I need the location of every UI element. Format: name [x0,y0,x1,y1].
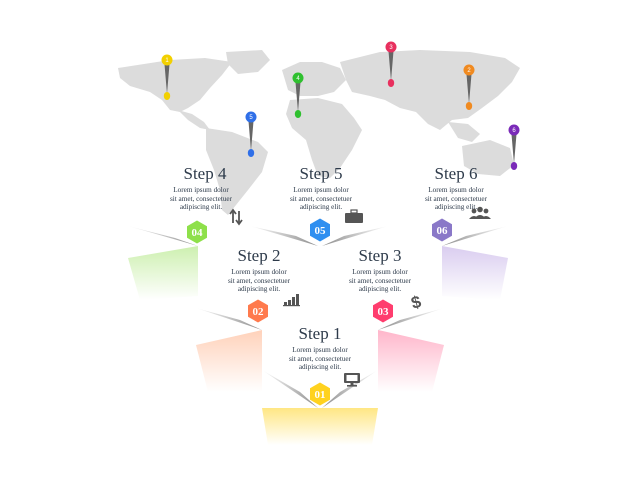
step-title: Step 4 [183,164,227,183]
hexagon-shape [310,218,330,242]
map-pin-4: 4 [292,72,304,118]
map-pins: 1 2 3 4 5 6 [161,41,520,170]
description-line: sit amet, consectetuer [289,194,353,203]
pin-label: 6 [512,128,516,134]
description-line: sit amet, consectetuer [424,194,488,203]
step-number: 02 [253,306,265,318]
fan-step1 [262,408,378,445]
dollar-icon: $ [409,292,424,313]
folded-wings [128,226,508,408]
pin-label: 1 [165,58,169,64]
wing-step6-right [442,226,508,246]
hexagon-shape [310,382,330,406]
bar-chart-icon [283,294,300,307]
description-line: Lorem ipsum dolor [292,346,348,354]
briefcase-icon [345,209,363,223]
hexagon-shape [187,220,207,244]
map-north-america [118,58,232,112]
step-description: Lorem ipsum dolor sit amet, consectetuer… [131,186,271,212]
step-number: 04 [192,227,204,239]
pin-label: 5 [249,115,253,121]
description-line: Lorem ipsum dolor [428,186,484,194]
map-greenland [226,50,270,74]
description-line: Lorem ipsum dolor [352,268,408,276]
step-number: 01 [315,389,326,401]
map-southeast-asia [448,122,480,142]
svg-text:$: $ [409,292,424,313]
description-line: adipiscing elit. [299,203,343,212]
map-pin-6: 6 [508,124,520,170]
description-line: Lorem ipsum dolor [231,268,287,276]
description-line: sit amet, consectetuer [227,276,291,285]
step-number: 06 [437,225,449,237]
step-description: Lorem ipsum dolor sit amet, consectetuer… [251,186,391,212]
map-pin-2: 2 [463,64,475,110]
wing-step5-left [250,226,318,246]
hexagon-shape [432,218,452,242]
monitor-icon [344,373,360,387]
step-6-number-badge: 06 [432,218,452,242]
wing-step2-left [196,308,262,330]
pin-label: 2 [467,68,471,74]
map-australia [462,140,514,176]
step-title: Step 6 [434,164,478,183]
people-icon [469,206,491,219]
step-description: Lorem ipsum dolor sit amet, consectetuer… [189,268,329,294]
description-line: sit amet, consectetuer [288,354,352,363]
step-title: Step 5 [299,164,343,183]
pin-label: 3 [389,45,393,51]
step-5-number-badge: 05 [310,218,330,242]
step-description: Lorem ipsum dolor sit amet, consectetuer… [386,186,526,212]
fan-step3 [378,330,444,392]
description-line: Lorem ipsum dolor [293,186,349,194]
up-down-arrows-icon [229,208,243,226]
map-pin-1: 1 [161,54,173,100]
description-line: adipiscing elit. [434,203,478,212]
fan-step2 [196,330,262,392]
step-title: Step 3 [358,246,402,265]
description-line: adipiscing elit. [237,285,281,294]
step-title: Step 2 [237,246,281,265]
wing-step4-left [128,226,198,246]
step-4-number-badge: 04 [187,220,207,244]
map-pin-5: 5 [245,111,257,157]
step-title: Step 1 [298,324,342,343]
step-description: Lorem ipsum dolor sit amet, consectetuer… [250,346,390,372]
map-asia [340,50,520,130]
step-description: Lorem ipsum dolor sit amet, consectetuer… [310,268,450,294]
description-line: sit amet, consectetuer [169,194,233,203]
step-3-number-badge: 03 [373,299,393,323]
hexagon-shape [373,299,393,323]
description-line: adipiscing elit. [358,285,402,294]
map-europe [282,62,346,96]
step-2-number-badge: 02 [248,299,268,323]
wing-step1-right [322,370,378,408]
description-line: adipiscing elit. [298,363,342,372]
pin-label: 4 [296,76,300,82]
color-fans [128,246,508,445]
step-icons: $ [229,206,491,387]
number-badges: 01 02 03 04 05 06 [187,218,452,406]
step-number: 05 [315,225,327,237]
step-number: 03 [378,306,390,318]
wing-step3-right [378,308,444,330]
map-pin-3: 3 [385,41,397,87]
map-central-america [178,110,210,130]
fan-step4 [128,246,198,300]
description-line: Lorem ipsum dolor [173,186,229,194]
wing-step5-right [322,226,388,246]
hexagon-shape [248,299,268,323]
description-line: sit amet, consectetuer [348,276,412,285]
fan-step6 [442,246,508,300]
step-1-number-badge: 01 [310,382,330,406]
description-line: adipiscing elit. [179,203,223,212]
wing-step1-left [262,370,318,408]
map-africa [286,98,362,178]
